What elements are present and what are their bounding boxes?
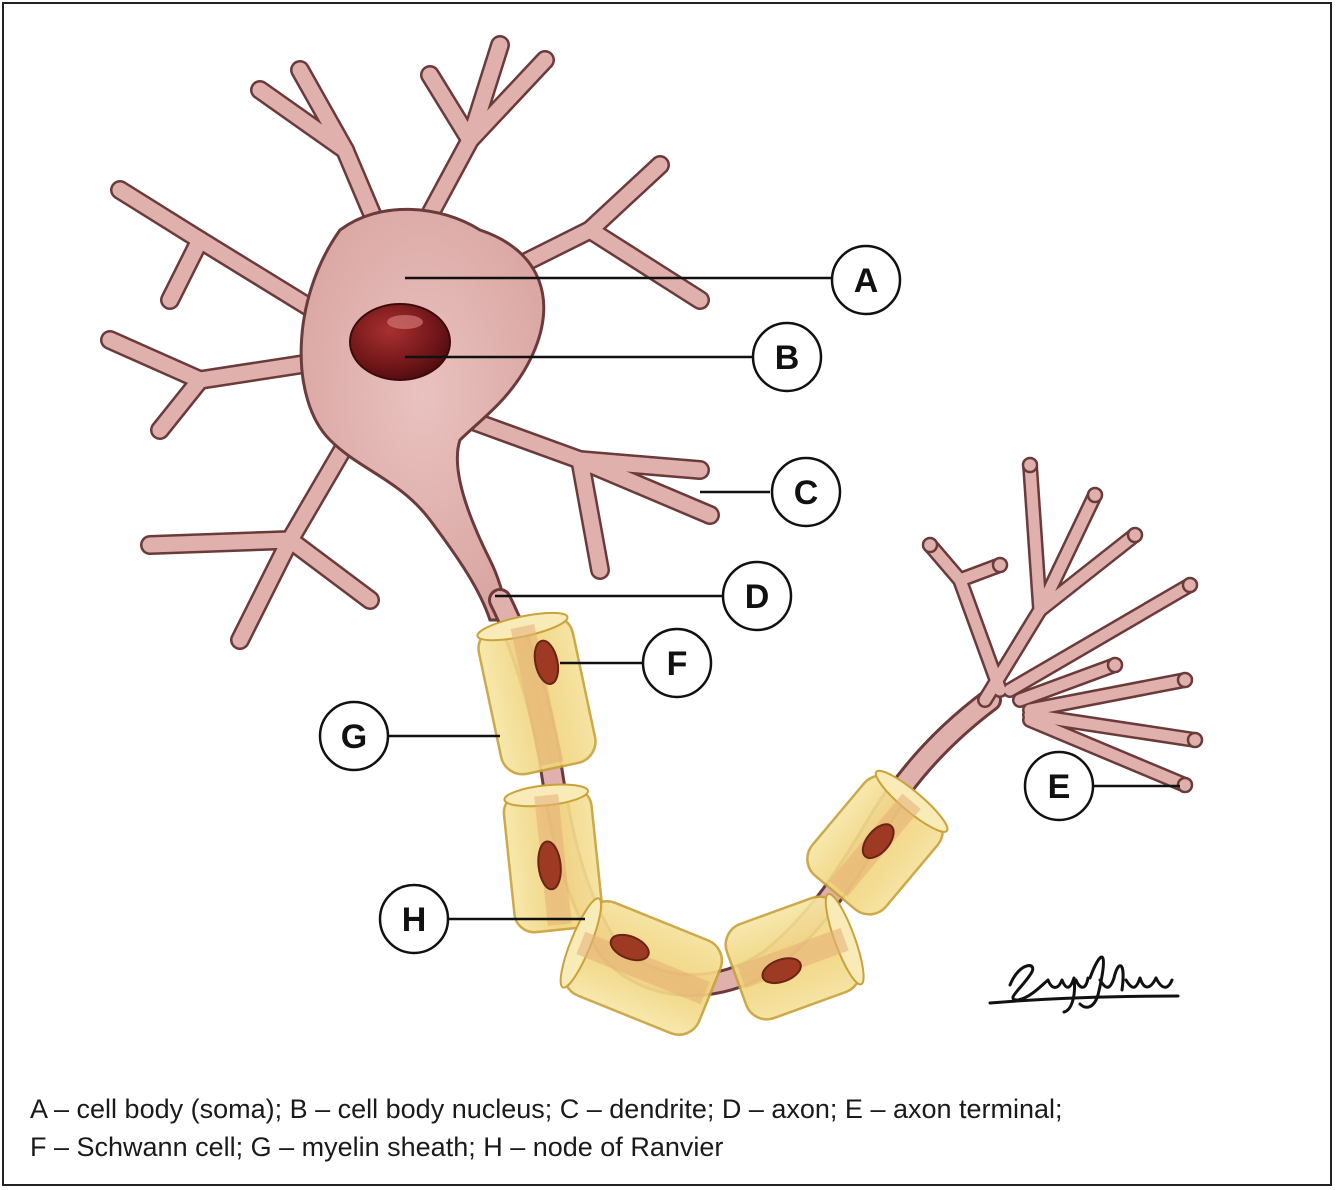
schwann-cell-nucleus: [609, 933, 650, 962]
axon-terminals: [921, 456, 1204, 794]
callout-b: B: [751, 321, 823, 393]
terminal-bouton: [1126, 526, 1144, 544]
myelin-sheath: [476, 611, 949, 1036]
callout-h: H: [378, 883, 450, 955]
myelin-segment: [806, 769, 949, 916]
cell-body-nucleus: [349, 303, 451, 381]
artist-signature: [988, 955, 1180, 1014]
figure-caption: A – cell body (soma); B – cell body nucl…: [30, 1090, 1320, 1166]
myelin-segment: [476, 611, 597, 776]
schwann-cell-nucleus: [537, 840, 562, 891]
terminal-bouton: [1106, 656, 1124, 674]
terminal-bouton: [1176, 671, 1194, 689]
myelin-segment: [724, 892, 865, 1021]
callout-e: E: [1023, 750, 1095, 822]
terminal-bouton: [1186, 731, 1204, 749]
caption-line-2: F – Schwann cell; G – myelin sheath; H –…: [30, 1132, 724, 1162]
callout-a-label: A: [854, 262, 879, 300]
callout-h-label: H: [402, 901, 427, 939]
dendrites: [100, 35, 720, 650]
callout-c: C: [770, 456, 842, 528]
callout-d-label: D: [745, 578, 770, 616]
callout-c-label: C: [794, 474, 819, 512]
terminal-bouton: [921, 536, 939, 554]
callouts: A B C D F G E H: [318, 244, 1095, 955]
leader-lines: [388, 276, 1180, 921]
terminal-bouton: [1086, 486, 1104, 504]
caption-line-1: A – cell body (soma); B – cell body nucl…: [30, 1094, 1063, 1124]
terminal-bouton: [991, 556, 1009, 574]
myelin-segment: [559, 897, 724, 1036]
callout-b-label: B: [775, 339, 800, 377]
callout-f: F: [641, 627, 713, 699]
schwann-cell-nucleus: [761, 957, 802, 985]
neuron-diagram: A B C D F G E H: [100, 35, 1204, 1036]
nucleus-highlight: [387, 315, 423, 329]
terminal-bouton: [1021, 456, 1039, 474]
callout-e-label: E: [1048, 768, 1071, 806]
callout-g-label: G: [341, 718, 367, 756]
callout-g: G: [318, 700, 390, 772]
callout-d: D: [721, 560, 793, 632]
schwann-cell-nucleus: [533, 639, 560, 685]
terminal-bouton: [1176, 776, 1194, 794]
cell-body: [299, 207, 546, 622]
myelin-segment: [502, 783, 604, 934]
callout-a: A: [830, 244, 902, 316]
terminal-bouton: [1181, 576, 1199, 594]
schwann-cell-nucleus: [861, 823, 895, 860]
callout-f-label: F: [667, 645, 688, 683]
